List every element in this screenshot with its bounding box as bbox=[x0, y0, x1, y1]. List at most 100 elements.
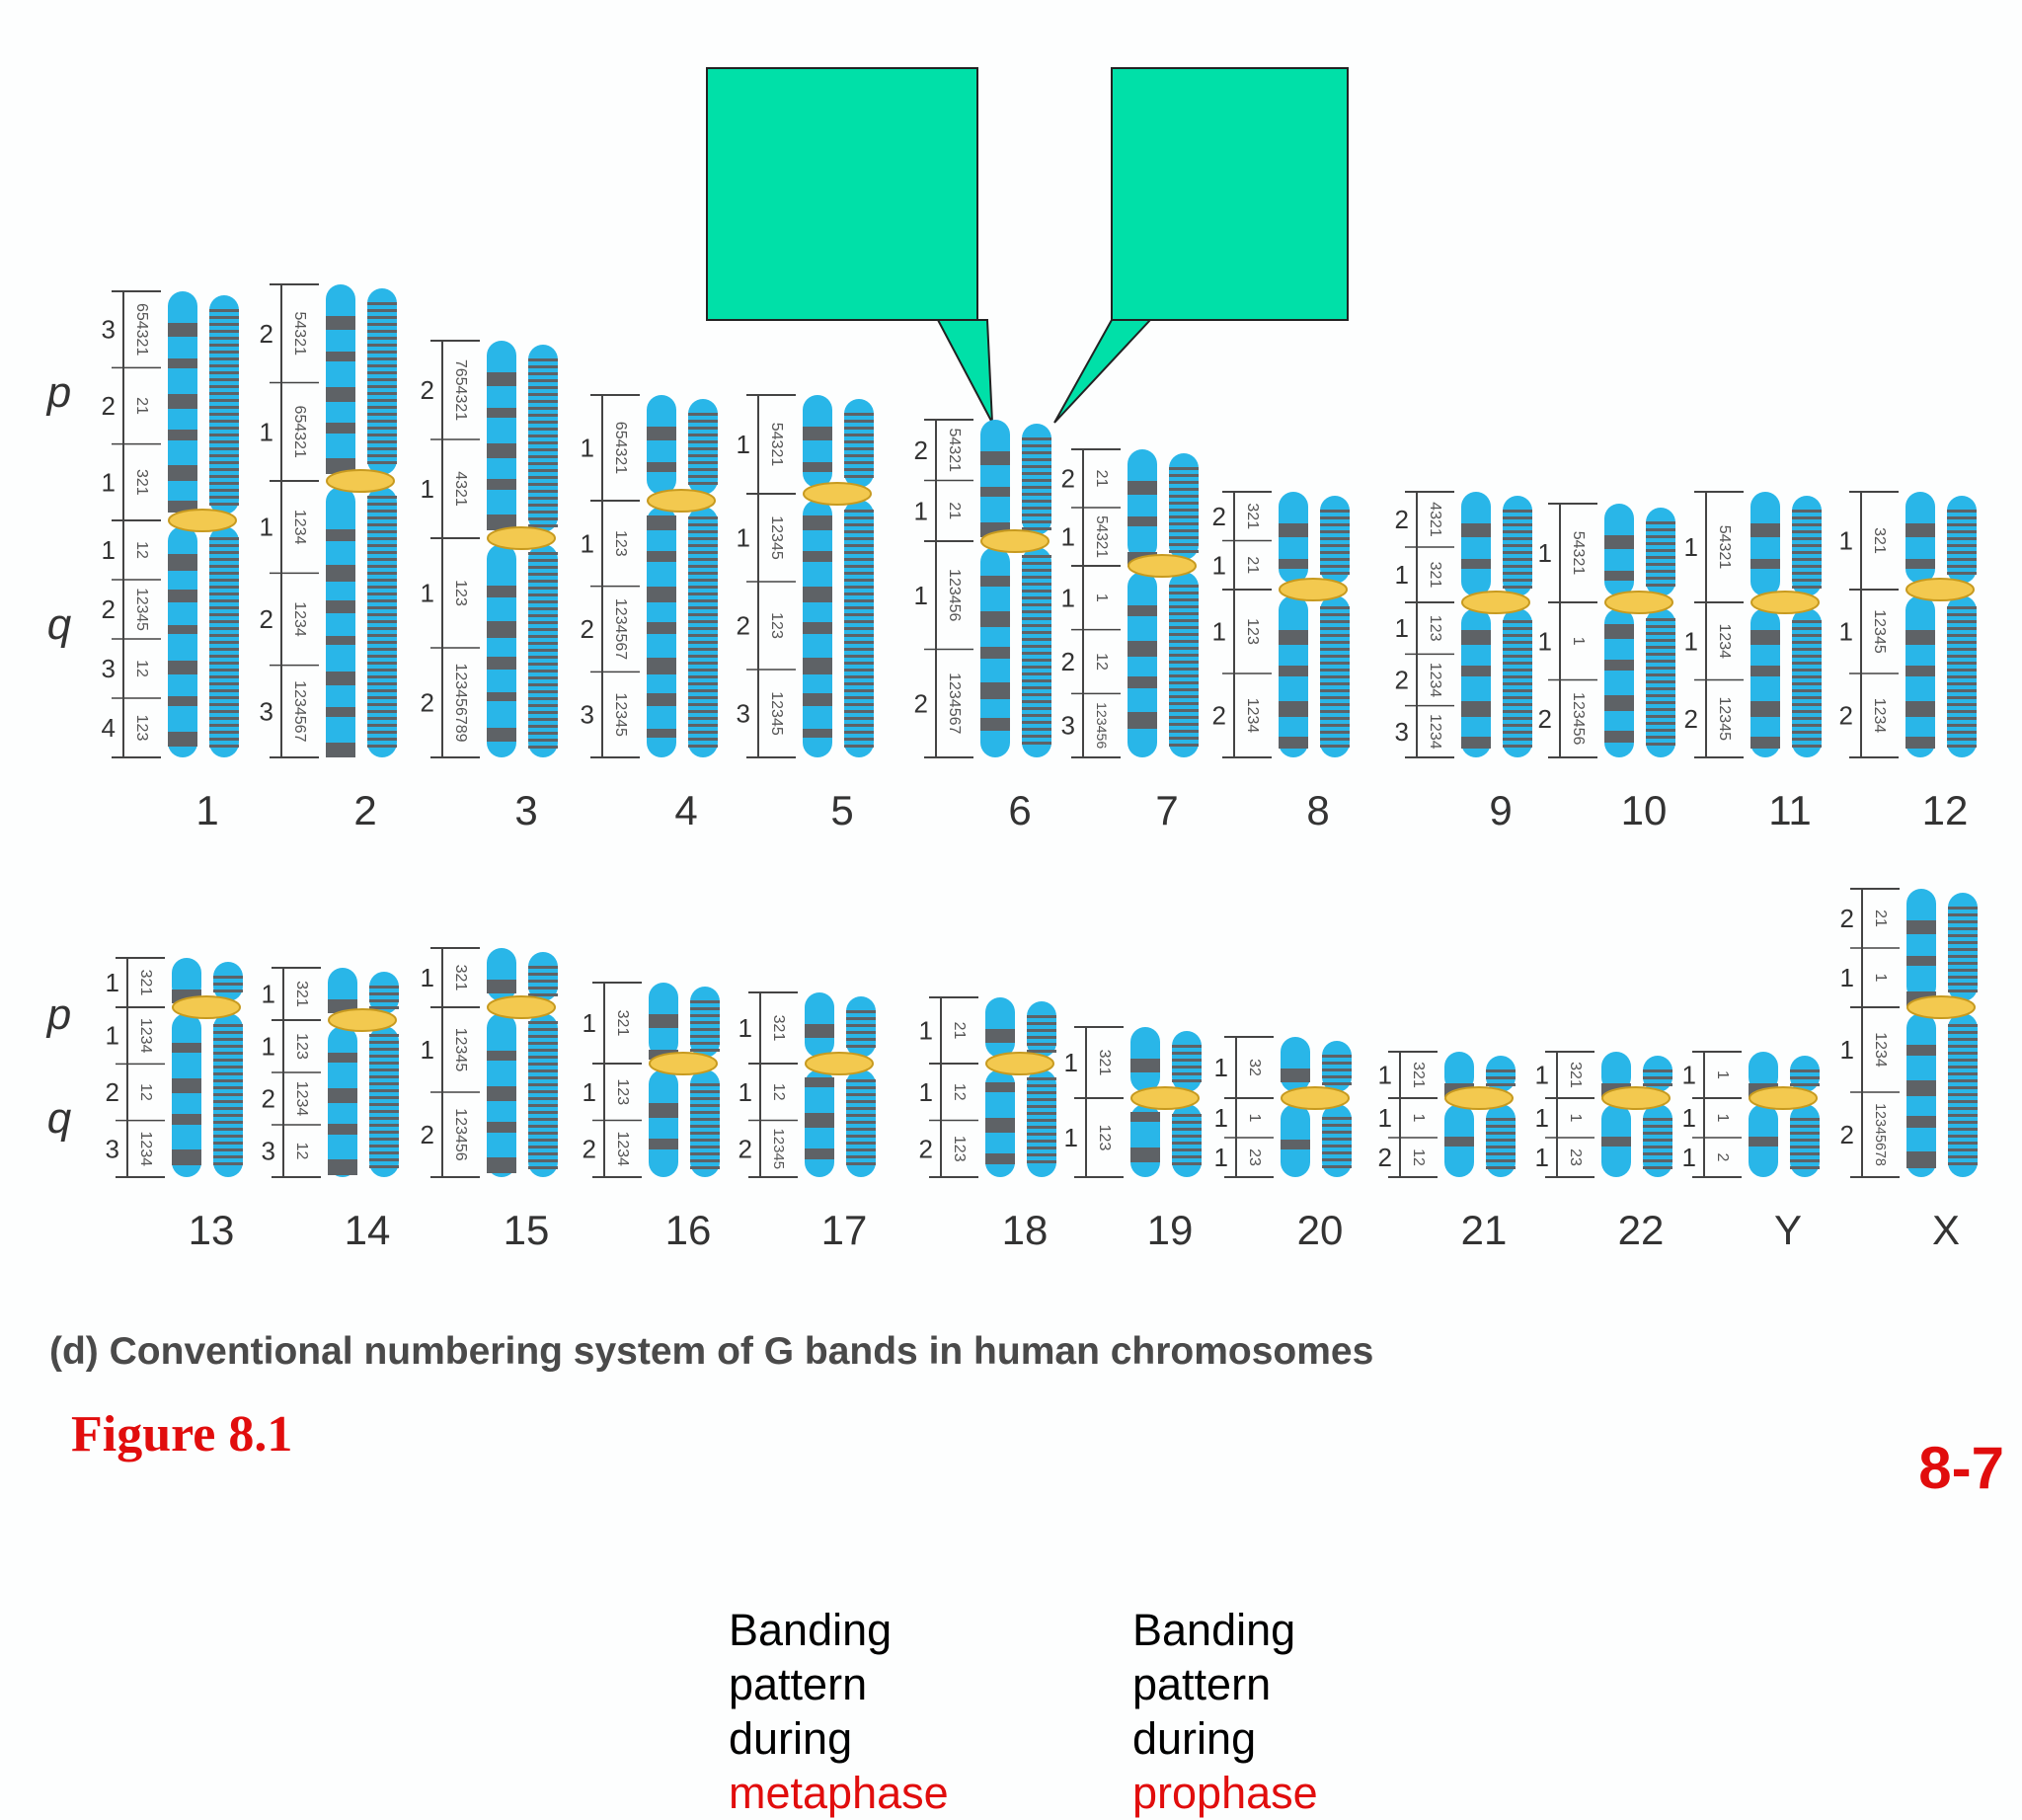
g-band bbox=[1172, 1142, 1202, 1145]
g-band bbox=[528, 1104, 558, 1107]
centromere bbox=[803, 482, 872, 506]
g-band bbox=[1643, 1152, 1672, 1155]
g-band bbox=[369, 1165, 399, 1168]
g-band bbox=[528, 649, 558, 652]
g-band bbox=[690, 1125, 720, 1128]
band-numbers: 123 bbox=[1096, 1125, 1113, 1151]
g-band bbox=[1027, 1105, 1056, 1108]
g-band bbox=[1906, 1080, 1936, 1096]
g-band bbox=[528, 400, 558, 403]
band-numbers: 123456 bbox=[452, 1108, 469, 1160]
g-band bbox=[1906, 956, 1936, 966]
g-band bbox=[844, 565, 874, 568]
g-band bbox=[846, 1121, 876, 1124]
g-band bbox=[1022, 735, 1051, 738]
g-band bbox=[803, 515, 832, 530]
g-band bbox=[844, 413, 874, 416]
g-band bbox=[1792, 731, 1822, 734]
g-band bbox=[1022, 721, 1051, 724]
g-band bbox=[528, 642, 558, 645]
region-number: 1 bbox=[1840, 963, 1854, 992]
g-band bbox=[980, 451, 1010, 465]
g-band bbox=[1947, 675, 1977, 678]
band-numbers: 1234 bbox=[1716, 623, 1733, 659]
g-band bbox=[1320, 689, 1350, 692]
chromatid bbox=[1948, 893, 1978, 1177]
chromatid-p-arm bbox=[985, 997, 1015, 1058]
g-band bbox=[209, 330, 239, 333]
g-band bbox=[209, 413, 239, 416]
chromatid-p-arm bbox=[209, 295, 239, 514]
band-numbers: 1234 bbox=[291, 601, 308, 637]
g-band bbox=[688, 572, 718, 575]
chromatid-p-arm bbox=[1643, 1056, 1672, 1092]
band-numbers: 21 bbox=[1244, 556, 1261, 574]
g-band bbox=[528, 497, 558, 500]
g-band bbox=[844, 696, 874, 699]
g-band bbox=[528, 973, 558, 976]
g-band bbox=[528, 524, 558, 527]
g-band bbox=[688, 427, 718, 430]
g-band bbox=[1503, 537, 1532, 540]
g-band bbox=[209, 551, 239, 554]
g-band bbox=[367, 461, 397, 464]
region-number: 1 bbox=[102, 467, 116, 497]
g-band bbox=[1948, 983, 1978, 986]
g-band bbox=[1172, 1135, 1202, 1138]
g-band bbox=[1948, 1059, 1978, 1062]
g-band bbox=[369, 1075, 399, 1078]
chromatid bbox=[326, 284, 355, 757]
g-band bbox=[1169, 509, 1199, 512]
g-band bbox=[367, 399, 397, 402]
band-numbers: 12 bbox=[293, 1143, 310, 1160]
g-band bbox=[1022, 645, 1051, 648]
g-band bbox=[209, 648, 239, 651]
g-band bbox=[844, 447, 874, 450]
g-band bbox=[1022, 603, 1051, 606]
g-band bbox=[1027, 1043, 1056, 1046]
g-band bbox=[647, 729, 676, 738]
g-band bbox=[367, 344, 397, 347]
g-band bbox=[1172, 1155, 1202, 1158]
g-band bbox=[209, 682, 239, 685]
g-band bbox=[1792, 627, 1822, 630]
g-band bbox=[688, 516, 718, 519]
g-band bbox=[688, 558, 718, 561]
g-band bbox=[487, 408, 516, 418]
band-numbers: 1234 bbox=[614, 1131, 631, 1166]
band-numbers: 1234 bbox=[1427, 714, 1443, 750]
g-band bbox=[367, 586, 397, 589]
band-numbers: 123 bbox=[133, 715, 150, 742]
chromosome-label: X bbox=[1932, 1207, 1960, 1253]
centromere bbox=[649, 1052, 718, 1075]
g-band bbox=[844, 579, 874, 582]
band-numbers: 54321 bbox=[1093, 515, 1110, 558]
band-numbers: 123456789 bbox=[452, 663, 469, 742]
g-band bbox=[1948, 1121, 1978, 1124]
g-band bbox=[1022, 472, 1051, 475]
g-band bbox=[487, 1122, 516, 1133]
region-number: 2 bbox=[421, 375, 434, 405]
g-band bbox=[528, 1028, 558, 1031]
g-band bbox=[209, 364, 239, 367]
g-band bbox=[1130, 1059, 1160, 1072]
band-numbers: 54321 bbox=[291, 312, 308, 356]
g-band bbox=[528, 407, 558, 410]
g-band bbox=[844, 689, 874, 692]
region-number: 2 bbox=[1538, 704, 1552, 734]
g-band bbox=[688, 537, 718, 540]
g-band bbox=[326, 352, 355, 361]
g-band bbox=[172, 1078, 201, 1093]
g-band bbox=[528, 358, 558, 361]
g-band bbox=[209, 558, 239, 561]
band-numbers: 123 bbox=[612, 530, 629, 557]
g-band bbox=[1322, 1131, 1352, 1134]
g-band bbox=[1169, 502, 1199, 505]
chromatid bbox=[1905, 492, 1935, 757]
g-band bbox=[1486, 1159, 1516, 1162]
g-band bbox=[690, 1028, 720, 1031]
region-number: 1 bbox=[1064, 1123, 1078, 1152]
g-band bbox=[1947, 544, 1977, 547]
g-band bbox=[1948, 934, 1978, 937]
